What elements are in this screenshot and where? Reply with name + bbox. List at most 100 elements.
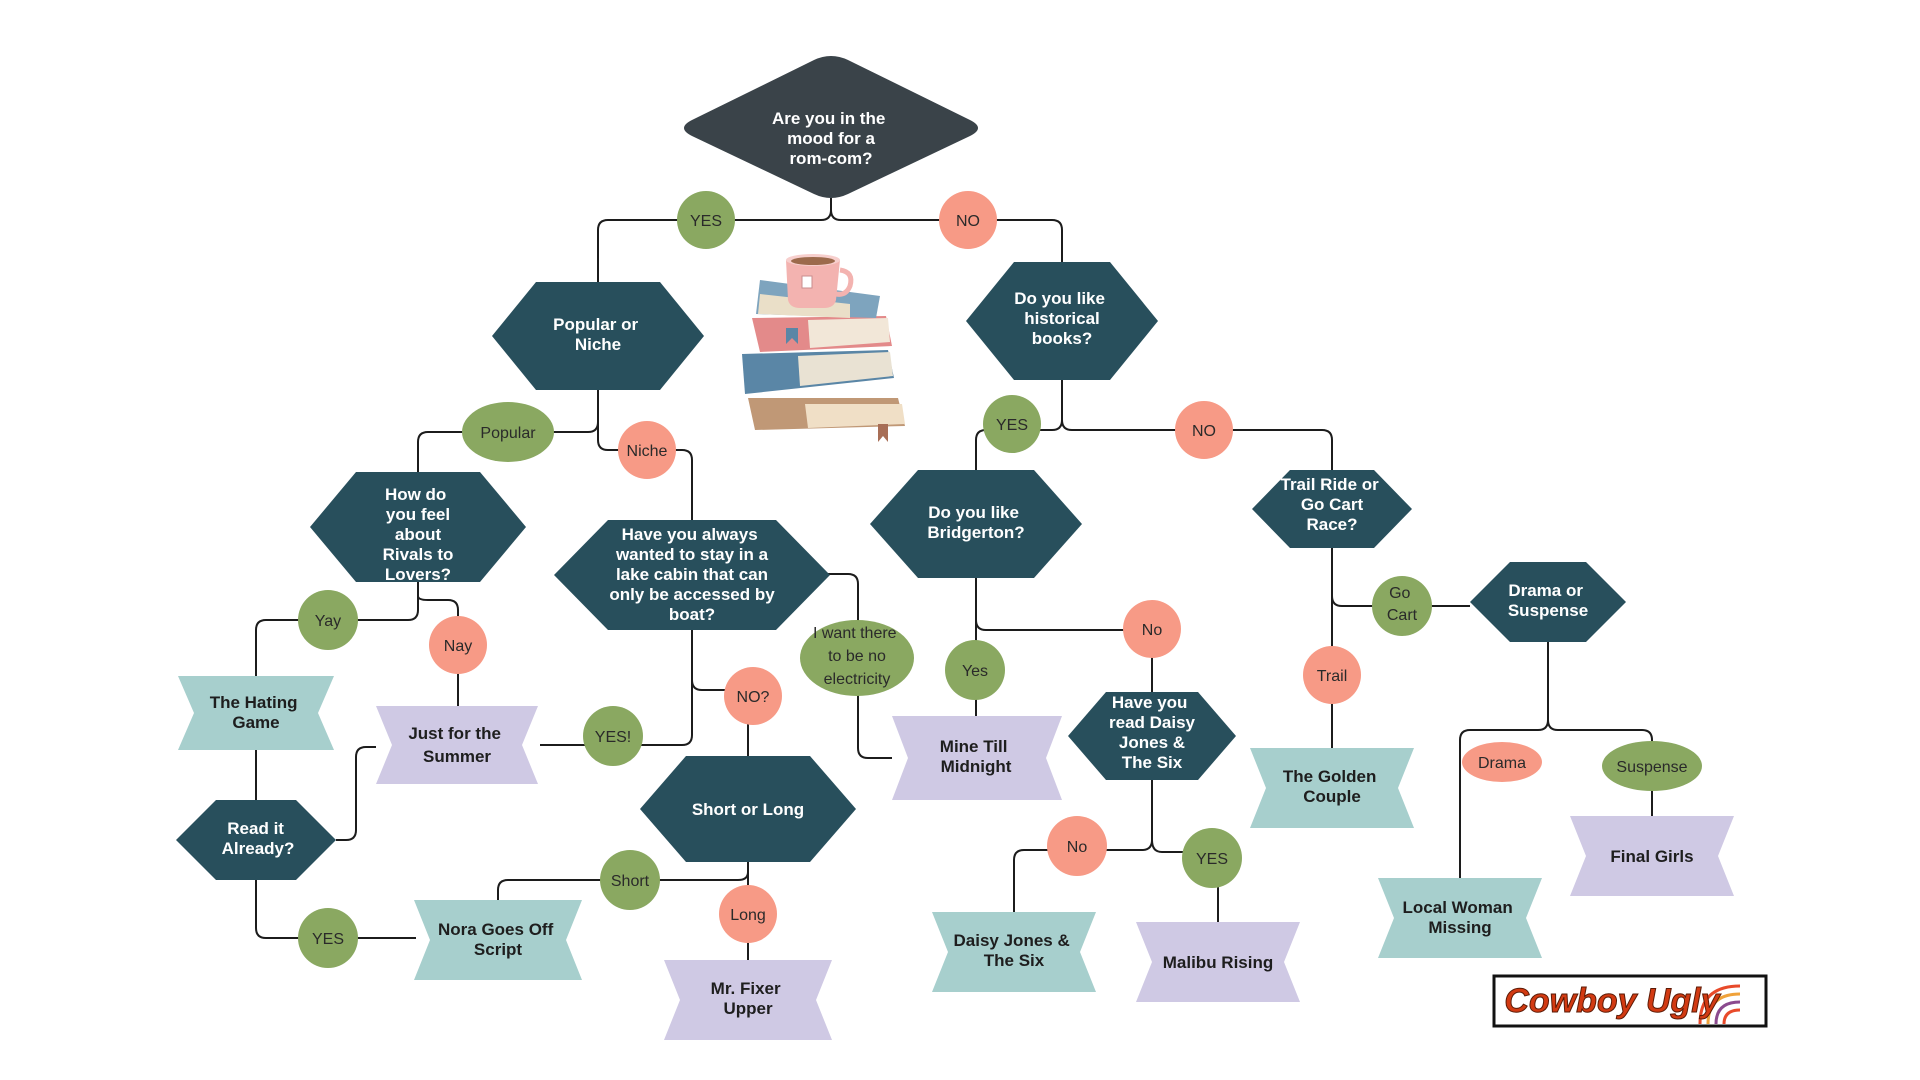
answer-no-question: NO? [724, 667, 782, 725]
historical-hexagon [966, 262, 1158, 380]
answer-yes-hist: YES [983, 395, 1041, 453]
svg-text:Popular: Popular [480, 425, 536, 442]
answer-nay: Nay [429, 616, 487, 674]
answer-yes-read: YES [298, 908, 358, 968]
result-nora: Nora Goes Off Script [414, 900, 582, 980]
answer-no-root: NO [939, 191, 997, 249]
svg-text:Short: Short [611, 873, 650, 890]
answer-no-bridgerton: No [1123, 600, 1181, 658]
just-summer-banner [376, 706, 538, 784]
malibu-text: Malibu Rising [1163, 953, 1274, 972]
answer-no-daisy: No [1047, 816, 1107, 876]
daisy-six-banner [932, 912, 1096, 992]
result-just-summer: Just for the Summer [376, 706, 538, 784]
connector-suspense [1547, 719, 1653, 816]
short-long-text: Short or Long [692, 800, 804, 819]
svg-text:Yes: Yes [962, 663, 988, 680]
hating-game-text: The Hating Game [210, 693, 303, 732]
svg-text:NO?: NO? [737, 689, 770, 706]
answer-short: Short [600, 850, 660, 910]
popular-niche-hexagon [492, 282, 704, 390]
rivals-hexagon [310, 472, 526, 582]
answer-long: Long [719, 885, 777, 943]
svg-text:NO: NO [1192, 423, 1216, 440]
malibu-banner [1136, 922, 1300, 1002]
mine-till-banner [892, 716, 1062, 800]
svg-text:Yay: Yay [315, 613, 341, 630]
trail-gocart-hexagon [1252, 470, 1412, 548]
daisy-jones-hexagon [1068, 692, 1236, 780]
mine-till-text: Mine Till Midnight [940, 737, 1012, 776]
answer-popular: Popular [462, 402, 554, 462]
answer-yay: Yay [298, 590, 358, 650]
svg-text:NO: NO [956, 213, 980, 230]
final-girls-text: Final Girls [1610, 847, 1693, 866]
go-cart-text: Go Cart [1387, 585, 1418, 624]
answer-trail: Trail [1303, 646, 1361, 704]
connector-gocart [1331, 595, 1470, 607]
answer-niche: Niche [618, 421, 676, 479]
answer-go-cart: Go Cart [1372, 576, 1432, 636]
svg-text:No: No [1067, 839, 1088, 856]
connector-drama [1459, 642, 1549, 878]
nora-text: Nora Goes Off Script [438, 920, 558, 959]
svg-text:Nay: Nay [444, 638, 472, 655]
just-summer-text: Just for the Summer [408, 724, 505, 766]
svg-text:YES: YES [1196, 851, 1228, 868]
result-local-woman: Local Woman Missing [1378, 878, 1542, 958]
svg-text:YES: YES [312, 931, 344, 948]
drama-suspense-hexagon [1470, 562, 1626, 642]
result-daisy-six: Daisy Jones & The Six [932, 912, 1096, 992]
svg-text:YES: YES [690, 213, 722, 230]
answer-no-hist: NO [1175, 401, 1233, 459]
connector-rivals-nay [417, 595, 459, 706]
result-mr-fixer: Mr. Fixer Upper [664, 960, 832, 1040]
result-malibu: Malibu Rising [1136, 922, 1300, 1002]
bridgerton-text: Do you like Bridgerton? [927, 503, 1024, 542]
read-it-text: Read it Already? [222, 819, 295, 858]
local-woman-text: Local Woman Missing [1403, 898, 1518, 937]
answer-drama: Drama [1462, 742, 1542, 782]
answer-yes-daisy: YES [1182, 828, 1242, 888]
result-final-girls: Final Girls [1570, 816, 1734, 896]
lake-cabin-hexagon [554, 520, 830, 630]
answer-yes-bridgerton: Yes [945, 640, 1005, 700]
answer-yes-root: YES [677, 191, 735, 249]
popular-niche-text: Popular or Niche [553, 315, 643, 354]
svg-text:Niche: Niche [627, 443, 668, 460]
question-read-it: Read it Already? [176, 800, 336, 880]
final-girls-banner [1570, 816, 1734, 896]
result-golden-couple: The Golden Couple [1250, 748, 1414, 828]
svg-text:YES: YES [996, 417, 1028, 434]
drama-suspense-text: Drama or Suspense [1508, 581, 1588, 620]
nora-banner [414, 900, 582, 980]
connector-root-yes [597, 209, 832, 282]
local-woman-banner [1378, 878, 1542, 958]
hating-game-banner [178, 676, 334, 750]
svg-text:Suspense: Suspense [1616, 759, 1687, 776]
answer-suspense: Suspense [1602, 741, 1702, 791]
root-diamond [684, 56, 978, 198]
svg-text:Long: Long [730, 907, 766, 924]
logo-text: Cowboy Ugly [1504, 982, 1721, 1020]
connector-cabin-yes [540, 630, 693, 746]
cowboy-ugly-logo: Cowboy Ugly [1492, 974, 1768, 1028]
connector-hist-no [1061, 419, 1333, 470]
read-it-hexagon [176, 800, 336, 880]
question-popular-niche: Popular or Niche [492, 282, 704, 390]
mr-fixer-banner [664, 960, 832, 1040]
mr-fixer-text: Mr. Fixer Upper [711, 979, 786, 1018]
svg-text:Trail: Trail [1317, 668, 1348, 685]
answer-yes-excl: YES! [583, 706, 643, 766]
result-hating-game: The Hating Game [178, 676, 334, 750]
